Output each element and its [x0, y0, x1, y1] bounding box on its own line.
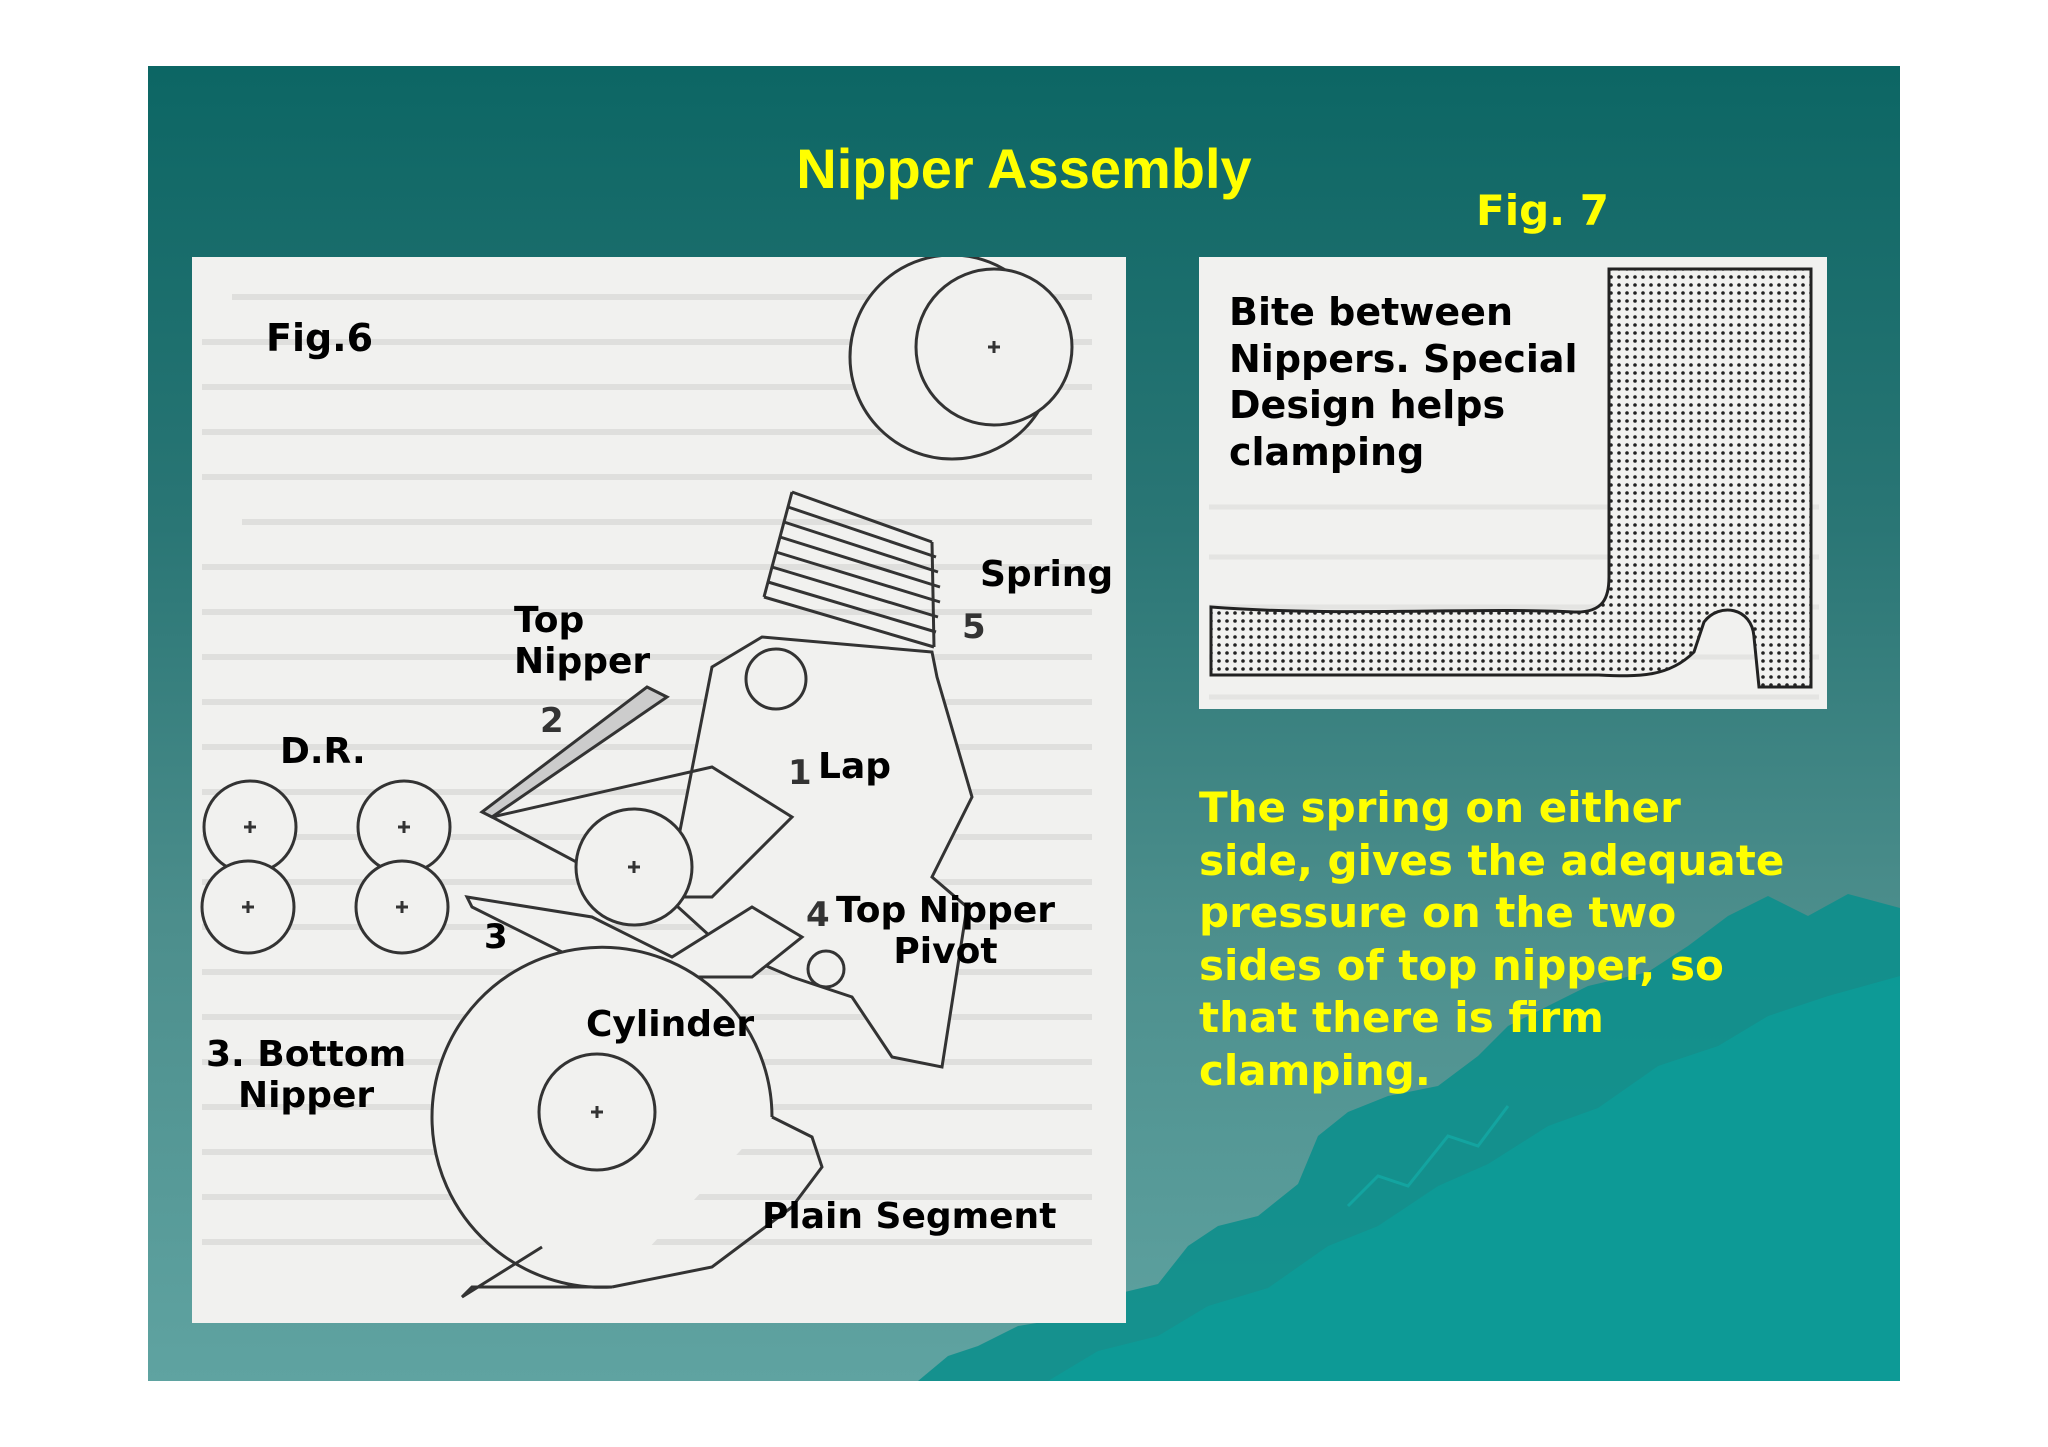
- number-5: 5: [962, 607, 986, 647]
- fig6-diagram: Fig.6 Spring Top Nipper D.R. Lap Top Nip…: [192, 257, 1126, 1323]
- label-spring: Spring: [980, 554, 1114, 595]
- fig6-caption: Fig.6: [266, 316, 374, 360]
- slide-title: Nipper Assembly: [796, 137, 1252, 200]
- fig7-caption: Fig. 7: [1476, 186, 1609, 235]
- label-top-nipper: Top Nipper: [514, 600, 651, 682]
- fig6-drawing: [200, 257, 1092, 1299]
- label-bottom-nipper: 3. Bottom Nipper: [206, 1034, 407, 1116]
- number-3: 3: [484, 917, 508, 957]
- mountain-decoration: [918, 894, 1900, 1381]
- fig7-diagram: Bite between Nippers. Special Design hel…: [1199, 257, 1827, 709]
- number-2: 2: [540, 701, 564, 741]
- fig7-description: Bite between Nippers. Special Design hel…: [1229, 290, 1578, 475]
- number-1: 1: [788, 753, 812, 793]
- label-dr: D.R.: [280, 731, 366, 772]
- label-lap: Lap: [818, 746, 892, 787]
- fig7-drawing: [1209, 267, 1819, 700]
- number-4: 4: [806, 895, 830, 935]
- label-plain-segment: Plain Segment: [762, 1196, 1057, 1237]
- slide-description: The spring on either side, gives the ade…: [1199, 783, 1785, 1095]
- label-cylinder: Cylinder: [586, 1004, 755, 1045]
- slide: Nipper Assembly Fig. 7: [148, 66, 1900, 1381]
- label-top-nipper-pivot: Top Nipper Pivot: [836, 890, 1055, 972]
